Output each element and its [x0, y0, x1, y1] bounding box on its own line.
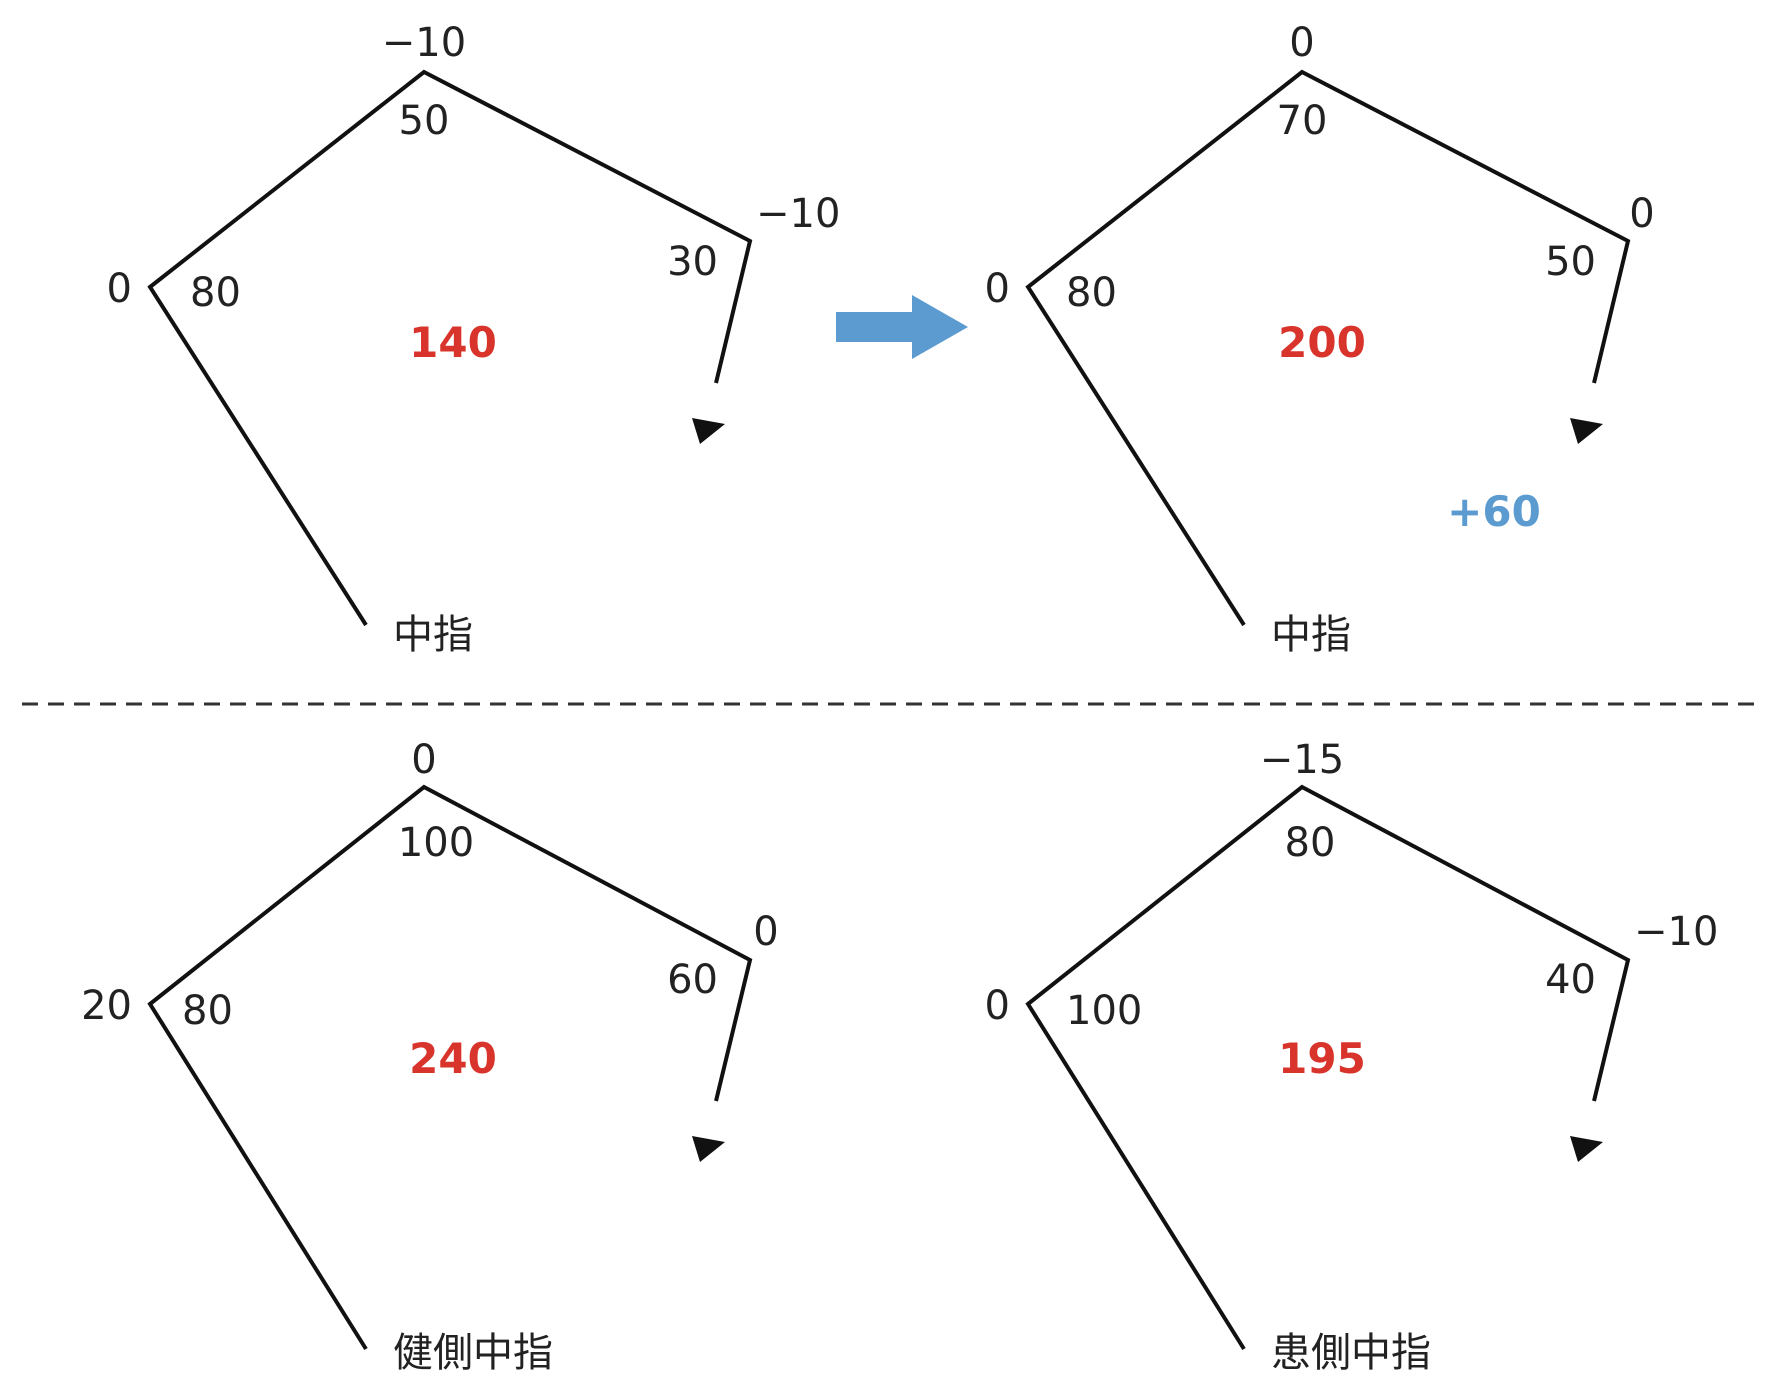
finger-title: 健側中指	[393, 1330, 553, 1376]
arrowhead-icon	[692, 418, 725, 444]
rom-change-value: +60	[1447, 487, 1541, 536]
pip-extension-label: −10	[382, 20, 466, 66]
pip-flexion-label: 50	[399, 98, 450, 144]
total-rom-value: 240	[409, 1034, 497, 1083]
mp-flexion-label: 80	[1066, 270, 1117, 316]
mp-flexion-label: 80	[182, 988, 233, 1034]
mp-extension-label: 0	[985, 983, 1010, 1029]
diagram-top-left: −10 50 −10 30 0 80 140 中指	[107, 20, 841, 658]
pip-flexion-label: 70	[1277, 98, 1328, 144]
mp-flexion-label: 100	[1066, 988, 1142, 1034]
total-rom-value: 140	[409, 318, 497, 367]
pip-flexion-label: 80	[1285, 820, 1336, 866]
total-rom-value: 195	[1278, 1034, 1366, 1083]
diagram-bottom-left: 0 100 0 60 20 80 240 健側中指	[81, 737, 779, 1376]
diagram-bottom-right: −15 80 −10 40 0 100 195 患側中指	[985, 737, 1719, 1376]
finger-title: 中指	[393, 612, 473, 658]
arrowhead-icon	[1570, 418, 1603, 444]
right-arrow-icon	[836, 295, 968, 359]
dip-extension-label: −10	[1634, 909, 1718, 955]
pip-extension-label: 0	[1289, 20, 1314, 66]
total-rom-value: 200	[1278, 318, 1366, 367]
mp-extension-label: 0	[107, 266, 132, 312]
dip-flexion-label: 50	[1545, 239, 1596, 285]
dip-flexion-label: 40	[1545, 957, 1596, 1003]
pip-flexion-label: 100	[398, 820, 474, 866]
dip-flexion-label: 60	[667, 957, 718, 1003]
finger-outline	[147, 784, 753, 1351]
dip-extension-label: −10	[756, 191, 840, 237]
mp-extension-label: 20	[81, 983, 132, 1029]
finger-outline	[1025, 784, 1631, 1351]
arrowhead-icon	[692, 1136, 725, 1162]
finger-outline	[1025, 69, 1631, 627]
finger-title: 中指	[1271, 612, 1351, 658]
pip-extension-label: 0	[411, 737, 436, 783]
dip-extension-label: 0	[753, 909, 778, 955]
finger-title: 患側中指	[1271, 1330, 1431, 1376]
dip-flexion-label: 30	[667, 239, 718, 285]
arrowhead-icon	[1570, 1136, 1603, 1162]
pip-extension-label: −15	[1260, 737, 1344, 783]
diagram-top-right: 0 70 0 50 0 80 200 +60 中指	[985, 20, 1655, 658]
mp-flexion-label: 80	[190, 270, 241, 316]
dip-extension-label: 0	[1629, 191, 1654, 237]
finger-outline	[147, 69, 753, 627]
mp-extension-label: 0	[985, 266, 1010, 312]
